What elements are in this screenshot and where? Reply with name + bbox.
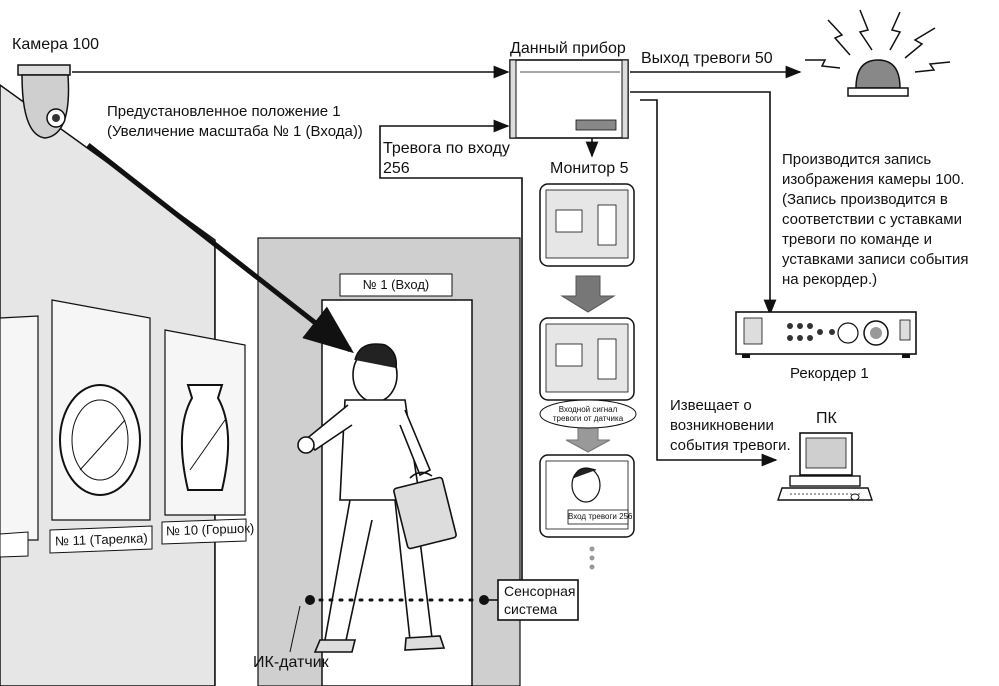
monitor-screen-3 <box>539 454 635 538</box>
recorder-label: Рекордер 1 <box>790 365 869 382</box>
monitor-label: Монитор 5 <box>550 160 629 177</box>
device-to-recorder-line <box>630 91 777 316</box>
camera-label: Камера 100 <box>12 36 100 53</box>
ir-emitter <box>305 595 315 605</box>
record-note-line3: (Запись производится в <box>782 191 948 208</box>
monitor-screen-1 <box>539 183 635 267</box>
vase-label: № 10 (Горшок) <box>165 520 255 539</box>
device-to-pc-line <box>640 99 778 467</box>
device-label: Данный прибор <box>510 40 626 57</box>
sensor-system-label-line1: Сенсорная <box>504 583 576 599</box>
preset-label-line1: Предустановленное положение 1 <box>107 103 341 120</box>
alarm-in-line <box>379 119 523 585</box>
record-note-line6: уставками записи события <box>782 251 969 268</box>
notify-label-line1: Извещает о <box>670 397 752 414</box>
plate-label: № 11 (Тарелка) <box>54 530 148 549</box>
dome-camera-icon <box>17 64 71 139</box>
notify-label-line3: события тревоги. <box>670 437 791 454</box>
vase-exhibit <box>180 384 230 491</box>
pc-computer-icon <box>777 432 873 501</box>
door-sign-box <box>339 273 453 297</box>
record-note-line4: соответствии с уставками <box>782 211 962 228</box>
ir-sensor-label: ИК-датчик <box>253 654 329 671</box>
screen-alarm-label: Вход тревоги 256 <box>568 512 633 521</box>
transition-arrow-1 <box>560 275 616 313</box>
niche-0 <box>0 315 39 541</box>
notify-label-line2: возникновении <box>670 417 774 434</box>
sensor-system-label-line2: система <box>504 601 558 617</box>
record-note-line7: на рекордер.) <box>782 271 878 288</box>
record-note-line1: Производится запись <box>782 151 932 168</box>
recorder-device <box>735 311 917 358</box>
person-figure <box>297 343 457 653</box>
plate-label-box <box>49 525 153 554</box>
monitor-screen-2 <box>539 317 635 401</box>
preset-label-line2: (Увеличение масштаба № 1 (Входа)) <box>107 123 363 140</box>
record-note-line2: изображения камеры 100. <box>782 171 965 188</box>
alarm-input-label-line2: 256 <box>383 160 410 177</box>
alarm-input-label-line1: Тревога по входу <box>383 140 510 157</box>
vase-label-box <box>161 518 247 545</box>
device-unit <box>509 59 629 139</box>
sensor-signal-bubble <box>539 399 637 429</box>
sensor-system-box <box>497 579 579 621</box>
alarm-output-label: Выход тревоги 50 <box>641 50 773 67</box>
alarm-light-icon <box>805 9 951 97</box>
pc-label: ПК <box>816 410 837 427</box>
camera-view-arrow <box>86 143 354 354</box>
sensor-bubble-line2: тревоги от датчика <box>552 414 624 423</box>
record-note-line5: тревоги по команде и <box>782 231 932 248</box>
door-sign-label: № 1 (Вход) <box>362 277 430 292</box>
sensor-bubble-line1: Входной сигнал <box>558 405 618 414</box>
